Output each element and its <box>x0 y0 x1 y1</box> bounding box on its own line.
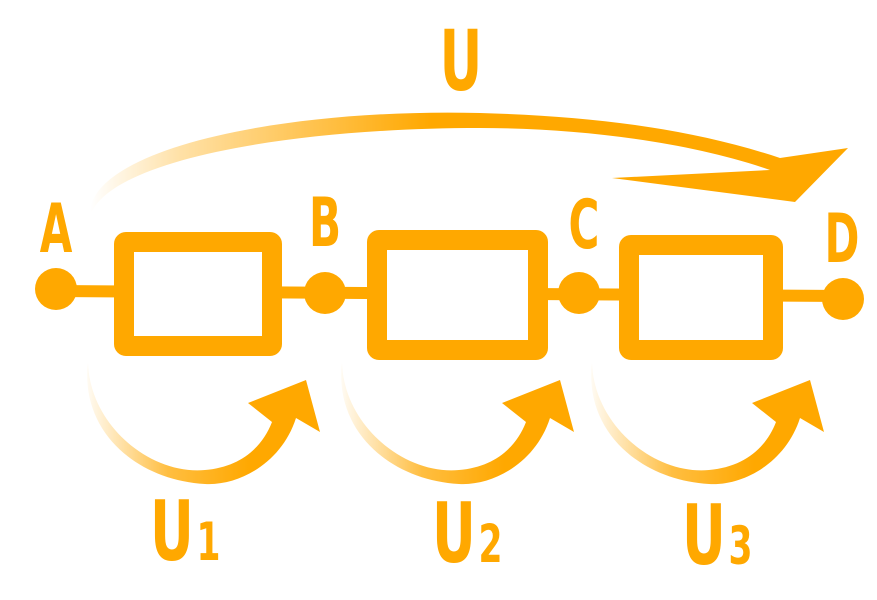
u2-subscript: 2 <box>479 513 503 575</box>
resistor-1 <box>114 232 282 356</box>
u2-main: U <box>432 486 476 582</box>
u1-arrow <box>87 363 320 485</box>
node-a-dot <box>35 268 77 310</box>
node-d-label: D <box>825 201 860 279</box>
u1-subscript: 1 <box>197 511 221 573</box>
u3-subscript: 3 <box>729 515 753 577</box>
u2-label: U 2 <box>432 486 502 582</box>
u3-main: U <box>682 488 726 584</box>
node-a-label: A <box>40 191 73 269</box>
node-d-dot <box>822 278 864 320</box>
total-voltage-arrow <box>89 112 848 216</box>
u1-label: U 1 <box>150 484 220 580</box>
node-c-label: C <box>569 187 600 265</box>
u3-arrow <box>591 363 824 485</box>
node-c-dot <box>558 272 600 314</box>
u2-arrow <box>341 363 574 485</box>
node-b-label: B <box>309 185 341 263</box>
u3-label: U 3 <box>682 488 752 584</box>
resistor-2 <box>367 230 548 360</box>
resistor-3 <box>619 235 783 360</box>
u1-main: U <box>150 484 194 580</box>
node-b-dot <box>304 272 346 314</box>
total-voltage-label: U <box>440 12 483 110</box>
